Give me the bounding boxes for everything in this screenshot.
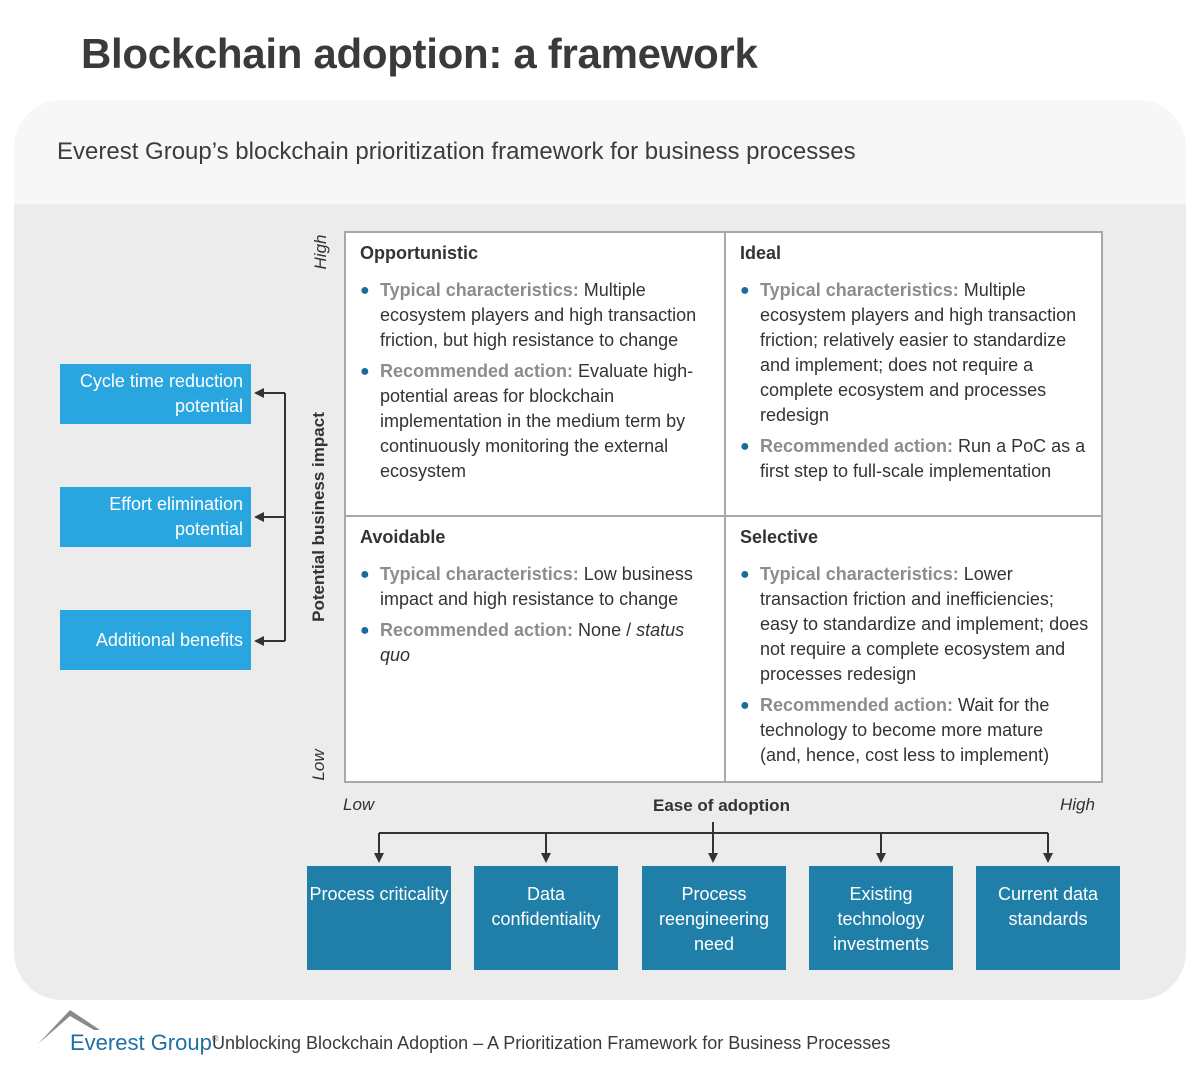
characteristics-label: Typical characteristics: <box>760 280 959 300</box>
action-bullet: ● Recommended action: Evaluate high-poten… <box>360 359 710 484</box>
characteristics-text: Low business impact and high resistance … <box>380 564 693 609</box>
quadrant-title: Opportunistic <box>360 243 478 263</box>
brand-name: Everest Group <box>70 1030 212 1055</box>
prioritization-matrix: Opportunistic ● Typical characteristics: … <box>344 231 1103 783</box>
everest-mountain-logo-icon <box>38 1010 100 1044</box>
action-bullet: ● Recommended action: None / status quo <box>360 618 710 668</box>
footer-text: Unblocking Blockchain Adoption – A Prior… <box>212 1033 891 1053</box>
characteristics-bullet: ● Typical characteristics: Low business i… <box>360 562 710 612</box>
action-text: None / <box>573 620 637 640</box>
benefit-cycle-time: Cycle time reduction potential <box>60 364 251 424</box>
characteristics-text: Multiple ecosystem players and high tran… <box>760 280 1077 425</box>
quadrant-title: Avoidable <box>360 527 446 547</box>
driver-process-criticality: Process criticality <box>307 866 451 970</box>
action-bullet: ● Recommended action: Run a PoC as a firs… <box>740 434 1089 484</box>
action-label: Recommended action: <box>380 361 574 381</box>
benefit-additional: Additional benefits <box>60 610 251 670</box>
card-subtitle: Everest Group’s blockchain prioritizatio… <box>57 138 856 165</box>
action-text: Run a PoC as a first step to full-scale … <box>760 436 1086 481</box>
action-text-italic: status quo <box>380 620 685 665</box>
characteristics-bullet: ● Typical characteristics: Multiple ecosy… <box>360 278 710 353</box>
action-label: Recommended action: <box>760 695 954 715</box>
quadrant-avoidable: Avoidable ● Typical characteristics: Low … <box>346 517 724 783</box>
driver-data-standards: Current data standards <box>976 866 1120 970</box>
bullet-dot-icon: ● <box>740 566 750 583</box>
footer-brand: Everest Group® <box>70 1030 218 1056</box>
bullet-dot-icon: ● <box>360 566 370 583</box>
y-axis-low-label: Low <box>309 749 328 781</box>
matrix-divider-horizontal <box>346 515 1103 517</box>
bullet-dot-icon: ● <box>360 282 370 299</box>
action-label: Recommended action: <box>380 620 574 640</box>
x-axis-high-label: High <box>1060 795 1095 814</box>
characteristics-label: Typical characteristics: <box>760 564 959 584</box>
bullet-dot-icon: ● <box>740 282 750 299</box>
characteristics-label: Typical characteristics: <box>380 564 579 584</box>
action-label: Recommended action: <box>760 436 954 456</box>
characteristics-text: Multiple ecosystem players and high tran… <box>380 280 697 350</box>
quadrant-ideal: Ideal ● Typical characteristics: Multiple… <box>726 233 1103 515</box>
x-axis-low-label: Low <box>343 795 375 814</box>
y-axis-title: Potential business impact <box>309 412 328 622</box>
driver-technology-investments: Existing technology investments <box>809 866 953 970</box>
quadrant-selective: Selective ● Typical characteristics: Lowe… <box>726 517 1103 783</box>
bullet-dot-icon: ● <box>740 697 750 714</box>
driver-process-reengineering: Process reengineering need <box>642 866 786 970</box>
bullet-dot-icon: ● <box>740 438 750 455</box>
page-title: Blockchain adoption: a framework <box>81 30 758 77</box>
quadrant-opportunistic: Opportunistic ● Typical characteristics: … <box>346 233 724 515</box>
matrix-divider-vertical <box>724 233 726 783</box>
bullet-dot-icon: ● <box>360 363 370 380</box>
y-axis-high-label: High <box>311 234 330 270</box>
x-axis-title: Ease of adoption <box>653 796 790 815</box>
registered-mark: ® <box>211 1033 219 1044</box>
characteristics-label: Typical characteristics: <box>380 280 579 300</box>
action-text: Evaluate high-potential areas for blockc… <box>380 361 694 481</box>
card-header: Everest Group’s blockchain prioritizatio… <box>14 100 1186 204</box>
driver-data-confidentiality: Data confidentiality <box>474 866 618 970</box>
characteristics-bullet: ● Typical characteristics: Lower transact… <box>740 562 1089 687</box>
action-bullet: ● Recommended action: Wait for the techno… <box>740 693 1089 768</box>
action-text: Wait for the technology to become more m… <box>760 695 1050 765</box>
benefit-effort-elimination: Effort elimination potential <box>60 487 251 547</box>
bullet-dot-icon: ● <box>360 622 370 639</box>
quadrant-title: Selective <box>740 527 819 547</box>
characteristics-text: Lower transaction friction and inefficie… <box>760 564 1089 684</box>
characteristics-bullet: ● Typical characteristics: Multiple ecosy… <box>740 278 1089 428</box>
quadrant-title: Ideal <box>740 243 782 263</box>
